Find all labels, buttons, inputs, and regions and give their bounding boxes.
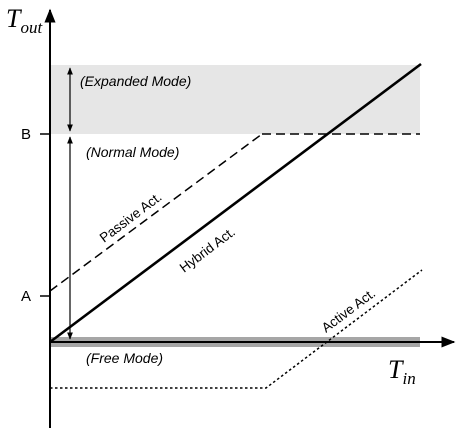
y-axis-title: Tout bbox=[6, 4, 43, 37]
free-mode-label: (Free Mode) bbox=[86, 350, 163, 366]
expanded-mode-label: (Expanded Mode) bbox=[80, 73, 191, 89]
x-axis-title: Tin bbox=[388, 355, 416, 388]
expanded-mode-band bbox=[50, 65, 420, 134]
hybrid-act-label: Hybrid Act. bbox=[177, 224, 238, 275]
active-act-line bbox=[50, 269, 423, 389]
tick-label-b: B bbox=[21, 126, 31, 143]
hybrid-act-line bbox=[49, 62, 422, 344]
tick-label-a: A bbox=[21, 288, 31, 305]
normal-mode-label: (Normal Mode) bbox=[86, 144, 179, 160]
passive-act-label: Passive Act. bbox=[97, 189, 165, 245]
passive-act-line bbox=[49, 133, 263, 292]
